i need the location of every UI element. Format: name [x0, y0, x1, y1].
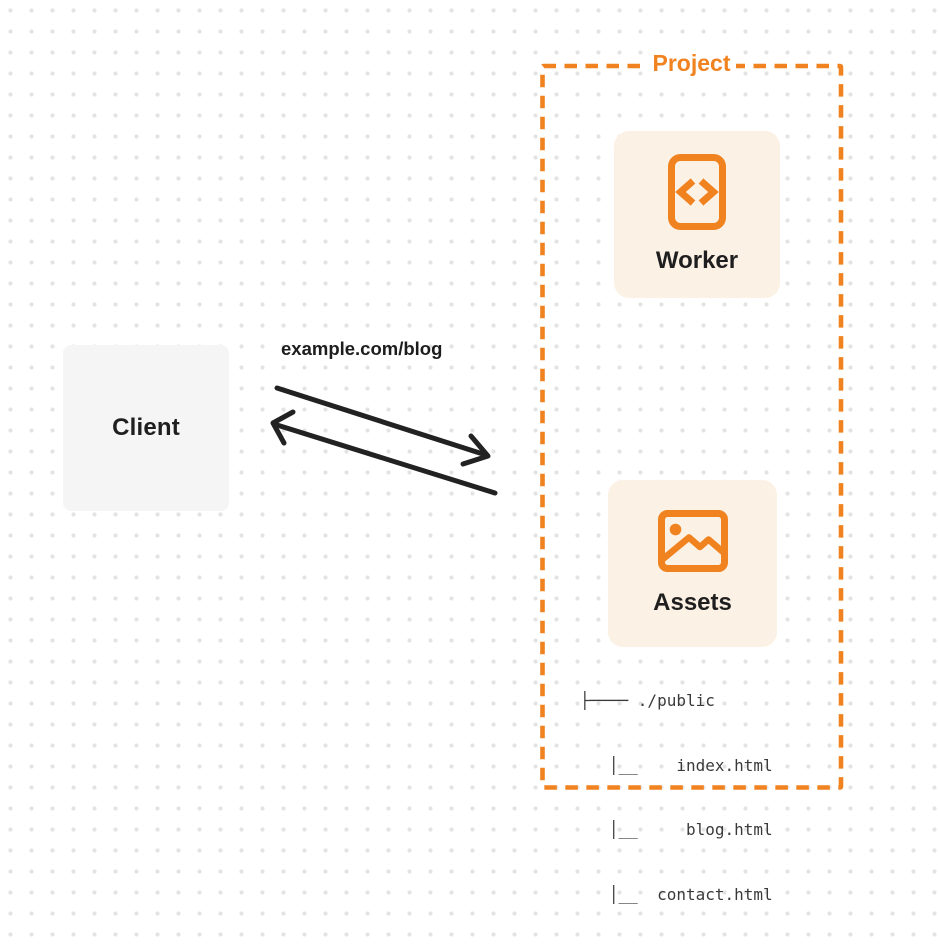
response-arrow [270, 409, 498, 496]
assets-label: Assets [653, 589, 732, 616]
architecture-diagram: Client example.com/blog Project Worker A… [63, 50, 844, 904]
tree-line-public: ├──── ./public [580, 691, 715, 710]
tree-line-index: │__ index.html [580, 755, 773, 775]
client-node: Client [63, 345, 229, 511]
project-group: Project [540, 50, 843, 77]
request-arrow [274, 385, 491, 467]
client-label: Client [112, 414, 180, 441]
worker-node: Worker [614, 131, 780, 298]
assets-node: Assets [608, 480, 777, 647]
assets-file-tree: ├──── ./public │__ index.html │__ blog.h… [580, 647, 773, 948]
request-url-label: example.com/blog [281, 338, 443, 359]
worker-label: Worker [655, 247, 739, 274]
tree-line-blog: │__ blog.html [580, 820, 773, 839]
image-icon [657, 510, 728, 572]
code-file-icon [668, 154, 726, 230]
tree-line-contact: │__ contact.html [580, 884, 773, 904]
project-title: Project [646, 50, 737, 77]
